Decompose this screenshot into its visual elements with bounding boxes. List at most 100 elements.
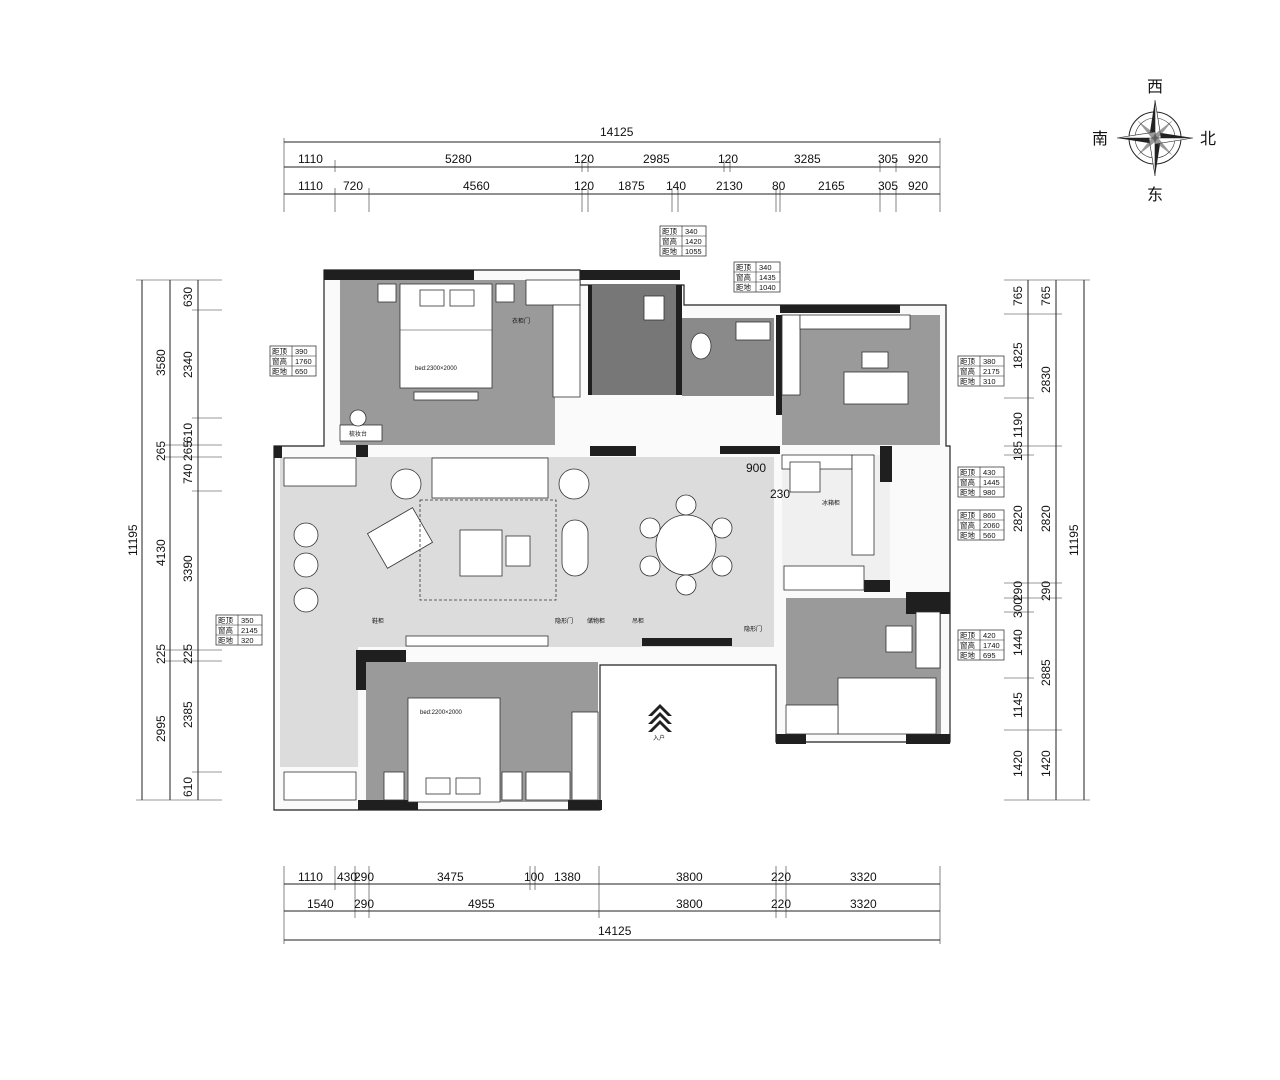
window-spec-key: 窗高 <box>736 272 751 282</box>
window-spec-key: 距顶 <box>960 468 975 477</box>
right-outer-dim-6: 1420 <box>1039 750 1053 777</box>
top-total-dimension: 14125 <box>600 125 634 139</box>
window-spec-value: 320 <box>241 636 254 645</box>
shoe-cabinet-label: 鞋柜 <box>372 617 384 625</box>
top-dim-row2-3: 4560 <box>463 179 490 193</box>
bottom-dim-row1-6: 1380 <box>554 870 581 884</box>
window-spec-value: 650 <box>295 367 308 376</box>
top-dim-row2-6: 140 <box>666 179 686 193</box>
bottom-dim-row1-3: 290 <box>354 870 374 884</box>
compass-east-label: 东 <box>1147 185 1163 204</box>
bottom-dim-row1-1: 1110 <box>298 870 323 884</box>
window-spec-value: 860 <box>983 511 996 520</box>
window-spec-value: 380 <box>983 357 996 366</box>
window-spec-key: 距地 <box>960 530 975 540</box>
closet-door-label: 衣柜门 <box>512 317 530 325</box>
bottom-total-dimension: 14125 <box>598 924 632 938</box>
bottom-dim-row2-2: 290 <box>354 897 374 911</box>
window-spec-key: 距地 <box>960 487 975 497</box>
window-spec-key: 距顶 <box>960 357 975 366</box>
master-bed-size-label: bed:2300×2000 <box>415 366 458 372</box>
window-spec-key: 窗高 <box>272 356 287 366</box>
top-dim-row1-3: 120 <box>574 152 594 166</box>
window-spec-value: 1760 <box>295 357 312 366</box>
coffee-table <box>459 529 503 577</box>
bottom-dim-row2-3: 4955 <box>468 897 495 911</box>
top-dim-row2-9: 2165 <box>818 179 845 193</box>
top-dim-row1-2: 5280 <box>445 152 472 166</box>
window-spec-value: 340 <box>685 227 698 236</box>
right-inner-dim-5: 2820 <box>1011 505 1025 532</box>
top-dim-row2-10: 305 <box>878 179 898 193</box>
window-spec-key: 窗高 <box>960 520 975 530</box>
dim-900-label: 900 <box>746 461 766 475</box>
window-spec-key: 窗高 <box>960 366 975 376</box>
right-outer-dim-5: 2885 <box>1039 659 1053 686</box>
window-spec-key: 窗高 <box>218 625 233 635</box>
bottom-dim-row1-5: 100 <box>524 870 544 884</box>
window-spec-value: 1420 <box>685 237 702 246</box>
hanging-cabinet-label: 吊柜 <box>632 617 644 625</box>
right-dimension-lines <box>1004 279 1090 801</box>
compass-rose-icon <box>1116 99 1194 177</box>
second-bed-size-label: bed:2200×2000 <box>420 710 463 716</box>
sofa <box>431 457 549 499</box>
window-spec-value: 420 <box>983 631 996 640</box>
left-outer-dim-4: 225 <box>154 644 168 664</box>
right-inner-dim-1: 765 <box>1011 286 1025 306</box>
right-inner-dim-9: 1145 <box>1011 692 1025 718</box>
bottom-dim-row2-5: 220 <box>771 897 791 911</box>
window-spec-key: 距地 <box>662 246 677 256</box>
top-dim-row2-11: 920 <box>908 179 928 193</box>
left-inner-dim-4: 265 <box>181 441 195 461</box>
window-spec-key: 窗高 <box>960 477 975 487</box>
top-dim-row1-1: 1110 <box>298 152 323 166</box>
top-dim-row1-4: 2985 <box>643 152 670 166</box>
second-bed <box>407 697 501 803</box>
bottom-dim-row1-7: 3800 <box>676 870 703 884</box>
right-outer-dim-2: 2830 <box>1039 366 1053 393</box>
right-outer-dim-3: 2820 <box>1039 505 1053 532</box>
window-spec-value: 1445 <box>983 478 1000 487</box>
left-inner-dim-1: 630 <box>181 287 195 307</box>
window-spec-value: 980 <box>983 488 996 497</box>
dim-230-label: 230 <box>770 487 790 501</box>
entry-label: 入户 <box>653 734 665 742</box>
right-total-dimension: 11195 <box>1067 524 1081 556</box>
right-inner-dim-7: 300 <box>1011 598 1025 618</box>
left-inner-dim-7: 225 <box>181 644 195 664</box>
master-bed <box>399 283 493 389</box>
left-inner-dim-2: 2340 <box>181 351 195 378</box>
window-spec-key: 距地 <box>736 282 751 292</box>
right-inner-dim-10: 1420 <box>1011 750 1025 777</box>
bottom-dim-row2-6: 3320 <box>850 897 877 911</box>
top-dim-row2-5: 1875 <box>618 179 645 193</box>
right-inner-dim-3: 1190 <box>1011 412 1025 438</box>
right-inner-dim-2: 1825 <box>1011 342 1025 369</box>
right-outer-dim-4: 290 <box>1039 581 1053 601</box>
top-dim-row2-1: 1110 <box>298 179 323 193</box>
tv-cabinet <box>405 635 549 647</box>
window-spec-value: 350 <box>241 616 254 625</box>
window-spec-value: 310 <box>983 377 996 386</box>
window-spec-value: 2145 <box>241 626 258 635</box>
top-dimension-lines <box>283 138 941 212</box>
hidden-door-label-1: 隐形门 <box>555 617 573 625</box>
window-spec-value: 1055 <box>685 247 702 256</box>
left-outer-dim-3: 4130 <box>154 539 168 566</box>
left-inner-dim-3: 610 <box>181 423 195 443</box>
bottom-dimension-lines <box>283 866 941 944</box>
window-spec-key: 距顶 <box>218 616 233 625</box>
window-spec-value: 1435 <box>759 273 776 282</box>
left-outer-dim-1: 3580 <box>154 349 168 376</box>
bottom-dim-row1-2: 430 <box>337 870 357 884</box>
